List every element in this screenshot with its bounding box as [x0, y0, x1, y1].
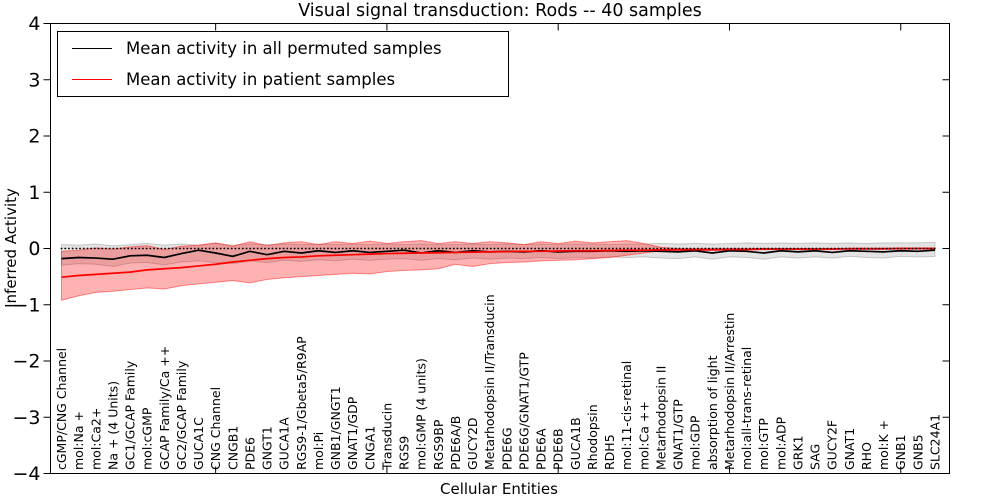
x-tick-label: RDH5 [602, 434, 617, 470]
x-tick-label: PDE6A [534, 428, 549, 470]
x-tick-label: RGS9-1/Gbeta5/R9AP [294, 336, 309, 470]
x-tick-label: GNB1 [893, 434, 908, 470]
x-tick-label: CNGA1 [362, 426, 377, 470]
x-tick-label: GUCA1A [277, 417, 292, 470]
x-tick-label: mol:Ca ++ [636, 401, 651, 470]
x-tick-label: RGS9BP [431, 419, 446, 470]
y-tick-label: 3 [28, 69, 40, 91]
x-tick-label: PDE6 [242, 437, 257, 470]
x-tick-label: GNB5 [910, 434, 925, 470]
y-tick-label: −3 [12, 407, 40, 429]
x-tick-label: GNB1/GNGT1 [328, 386, 343, 470]
x-axis-label: Cellular Entities [440, 480, 558, 498]
x-tick-label: CNG Channel [208, 387, 223, 470]
permuted-line-swatch [72, 48, 112, 50]
y-axis-label: Inferred Activity [2, 188, 20, 308]
legend: Mean activity in all permuted samples Me… [57, 31, 509, 97]
x-tick-label: RHO [859, 442, 874, 470]
chart-title: Visual signal transduction: Rods -- 40 s… [298, 1, 702, 21]
patient-line-swatch [72, 78, 112, 80]
x-tick-label: GNAT1/GDP [345, 396, 360, 470]
x-tick-label: GRK1 [790, 435, 805, 470]
x-tick-label: mol:11-cis-retinal [619, 361, 634, 470]
x-tick-label: mol:GDP [688, 415, 703, 470]
x-tick-label: Na + (4 Units) [105, 381, 120, 470]
x-tick-label: GNAT1 [842, 428, 857, 470]
x-tick-label: mol:GTP [756, 418, 771, 470]
x-tick-label: PDE6B [551, 428, 566, 470]
x-tick-label: absorption of light [705, 355, 720, 470]
x-tick-label: mol:all-trans-retinal [739, 347, 754, 470]
x-tick-label: GUCA1B [568, 417, 583, 470]
x-tick-label: mol:ADP [773, 416, 788, 470]
legend-label-patient: Mean activity in patient samples [126, 69, 396, 89]
y-tick-label: −2 [12, 351, 40, 373]
x-tick-label: mol:GMP (4 units) [414, 358, 429, 470]
x-tick-label: PDE6A/B [448, 416, 463, 470]
x-tick-label: GCAP Family/Ca ++ [157, 346, 172, 470]
y-tick-label: 1 [28, 182, 40, 204]
x-tick-label: SAG [808, 444, 823, 470]
x-axis [215, 23, 902, 474]
y-tick-label: −4 [12, 463, 40, 485]
x-tick-label: SLC24A1 [928, 414, 943, 470]
x-tick-label: mol:Ca2+ [88, 408, 103, 470]
x-tick-label: Metarhodopsin II [653, 366, 668, 470]
y-tick-label: −1 [12, 294, 40, 316]
x-tick-label: GUCY2F [825, 420, 840, 470]
x-tick-label: GNGT1 [260, 426, 275, 470]
x-tick-label: RGS9 [397, 436, 412, 470]
y-tick-label: 0 [28, 238, 40, 260]
x-tick-label: mol:Pi [311, 432, 326, 470]
y-tick-label: 4 [28, 13, 40, 35]
x-tick-label: GC1/GCAP Family [123, 360, 138, 470]
x-tick-label: PDE6G [499, 427, 514, 470]
x-tick-label: Rhodopsin [585, 404, 600, 470]
x-tick-label: mol:Na + [71, 411, 86, 470]
x-tick-label: GUCY2D [465, 417, 480, 470]
x-tick-label: mol:K + [876, 420, 891, 470]
x-tick-label: Transducin [379, 403, 394, 471]
y-axis: −4 −3 −2 −1 0 1 2 3 4 [12, 13, 950, 485]
x-tick-label: CNGB1 [225, 426, 240, 470]
x-tick-label: GUCA1C [191, 417, 206, 470]
legend-entry-permuted: Mean activity in all permuted samples [58, 35, 508, 63]
legend-label-permuted: Mean activity in all permuted samples [126, 39, 442, 59]
x-tick-label: Metarhodopsin II/Transducin [482, 294, 497, 470]
y-tick-label: 2 [28, 126, 40, 148]
x-tick-label: cGMP/CNG Channel [54, 348, 69, 470]
legend-entry-patient: Mean activity in patient samples [58, 65, 508, 93]
x-tick-label: PDE6G/GNAT1/GTP [516, 352, 531, 470]
x-tick-label: GNAT1/GTP [671, 399, 686, 470]
x-tick-label: Metarhodopsin II/Arrestin [722, 313, 737, 470]
series-lines [61, 247, 936, 279]
patient-mean-line [61, 247, 935, 279]
x-tick-label: GC2/GCAP Family [174, 360, 189, 470]
x-tick-label: mol:cGMP [140, 407, 155, 470]
